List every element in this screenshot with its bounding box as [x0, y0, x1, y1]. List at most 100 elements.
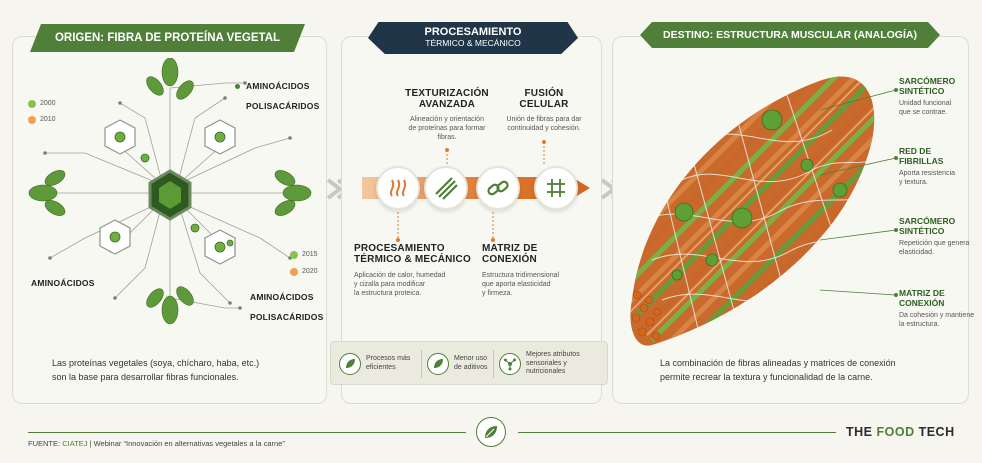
- process-title-line-1: PROCESAMIENTO: [424, 26, 522, 38]
- step-texturizacion-title-2: AVANZADA: [418, 99, 476, 110]
- legend-dot-green-2: [290, 251, 298, 259]
- origin-caption-line-1: Las proteínas vegetales (soya, chícharo,…: [52, 358, 260, 368]
- brand-the: THE: [846, 425, 873, 439]
- step-connectors: [396, 140, 546, 242]
- step-matriz-desc-2: que aporta elasticidad: [482, 281, 551, 289]
- step-matriz-desc-1: Estructura tridimensional: [482, 272, 560, 279]
- annotation-2-desc-2: y textura.: [899, 179, 928, 187]
- step-texturizacion-title-1: TEXTURIZACIÓN: [405, 88, 489, 99]
- annotation-red-fibrillas: RED DE FIBRILLAS Aporta resistencia y te…: [899, 146, 977, 188]
- origin-caption: Las proteínas vegetales (soya, chícharo,…: [52, 357, 312, 384]
- legend-dot-orange-2: [290, 268, 298, 276]
- step-fusion: FUSIÓN CELULAR Unión de fibras para dar …: [494, 88, 594, 133]
- annotation-4-title-1: MATRIZ DE: [899, 288, 945, 298]
- benefit-2-line-2: de aditivos: [454, 364, 488, 371]
- step-matriz-desc-3: y firmeza.: [482, 290, 513, 298]
- annotation-4-title-2: CONEXIÓN: [899, 298, 945, 309]
- step-procesamiento-desc-2: y cizalla para modificar: [354, 281, 426, 289]
- benefit-1-line-2: eficientes: [366, 364, 396, 371]
- annotation-3-title-2: SINTÉTICO: [899, 226, 945, 237]
- origin-label-aminoacidos-3: AMINOÁCIDOS: [250, 292, 314, 302]
- step-icon-heat: [376, 166, 420, 210]
- destination-caption-line-2: permite recrear la textura y funcionalid…: [660, 371, 873, 382]
- footer-emblem: [476, 417, 506, 447]
- benefit-2-line-1: Menor uso: [454, 355, 488, 363]
- step-fusion-desc-1: Unión de fibras para dar: [506, 116, 582, 123]
- annotation-sarcomero-2: SARCÓMERO SINTÉTICO Repetición que gener…: [899, 216, 977, 258]
- legend-2000: 2000: [40, 100, 56, 107]
- destination-caption: La combinación de fibras alineadas y mat…: [660, 357, 960, 384]
- step-texturizacion-desc-3: fibras.: [437, 134, 457, 142]
- benefit-divider: [493, 350, 494, 378]
- step-fusion-desc-2: continuidad y cohesión.: [507, 125, 581, 133]
- footer-source-label: FUENTE:: [28, 439, 61, 448]
- step-matriz-title-2: CONEXIÓN: [482, 254, 537, 265]
- annotation-1-title-1: SARCÓMERO: [899, 76, 956, 86]
- destination-caption-line-1: La combinación de fibras alineadas y mat…: [660, 358, 896, 368]
- step-procesamiento-title-2: TÉRMICO & MECÁNICO: [354, 254, 471, 265]
- destination-title: DESTINO: ESTRUCTURA MUSCULAR (ANALOGÍA): [663, 29, 917, 41]
- annotation-2-desc-1: Aporta resistencia: [899, 170, 956, 178]
- brand-tech: TECH: [918, 425, 955, 439]
- step-icon-fibers: [424, 166, 468, 210]
- step-fusion-title-1: FUSIÓN: [524, 88, 564, 99]
- leaf-icon: [339, 353, 361, 375]
- footer-source: FUENTE: CIATEJ | Webinar “Innovación en …: [28, 439, 285, 448]
- footer-source-org: CIATEJ: [62, 439, 88, 448]
- legend-2010: 2010: [40, 116, 56, 123]
- step-matriz: MATRIZ DE CONEXIÓN Estructura tridimensi…: [482, 243, 592, 298]
- origin-title: ORIGEN: FIBRA DE PROTEÍNA VEGETAL: [54, 32, 281, 44]
- link-icon: [487, 180, 509, 196]
- step-procesamiento: PROCESAMIENTO TÉRMICO & MECÁNICO Aplicac…: [354, 243, 474, 298]
- benefit-3-line-1: Mejores atributos: [526, 350, 580, 358]
- step-texturizacion-desc-2: de proteínas para formar: [408, 125, 486, 133]
- annotation-2-title-2: FIBRILLAS: [899, 156, 944, 167]
- step-matriz-title-1: MATRIZ DE: [482, 243, 538, 254]
- step-texturizacion: TEXTURIZACIÓN AVANZADA Alineación y orie…: [392, 88, 502, 142]
- origin-label-aminoacidos-2: AMINOÁCIDOS: [31, 278, 95, 288]
- protein-network-illustration: [28, 58, 312, 325]
- label-dot: [235, 84, 240, 89]
- annotation-matriz: MATRIZ DE CONEXIÓN Da cohesión y mantien…: [899, 288, 977, 330]
- process-title-line-2: TÉRMICO & MECÁNICO: [425, 38, 521, 48]
- origin-caption-line-2: son la base para desarrollar fibras func…: [52, 371, 239, 382]
- annotation-3-title-1: SARCÓMERO: [899, 216, 956, 226]
- step-procesamiento-desc-1: Aplicación de calor, humedad: [354, 272, 446, 279]
- origin-label-aminoacidos-1: AMINOÁCIDOS: [246, 81, 310, 91]
- annotation-3-desc-1: Repetición que genera: [899, 240, 970, 248]
- origin-label-polisacaridos-2: POLISACÁRIDOS: [250, 312, 324, 322]
- step-icon-grid: [534, 166, 578, 210]
- step-texturizacion-desc-1: Alineación y orientación: [410, 116, 484, 123]
- annotation-4-desc-2: la estructura.: [899, 321, 940, 329]
- destination-banner: DESTINO: ESTRUCTURA MUSCULAR (ANALOGÍA): [640, 22, 940, 48]
- benefit-1-line-1: Procesos más: [366, 355, 411, 363]
- grid-icon: [547, 179, 565, 197]
- annotation-leaders: [820, 88, 898, 297]
- step-procesamiento-title-1: PROCESAMIENTO: [354, 243, 445, 254]
- benefit-divider: [421, 350, 422, 378]
- footer-rule-right: [518, 432, 836, 433]
- step-procesamiento-desc-3: la estructura proteica.: [354, 290, 422, 298]
- brand-food: FOOD: [876, 425, 915, 439]
- origin-label-polisacaridos-1: POLISACÁRIDOS: [246, 101, 320, 111]
- step-icon-link: [476, 166, 520, 210]
- annotation-3-desc-2: elasticidad.: [899, 249, 935, 257]
- footer-rule-left: [28, 432, 466, 433]
- annotation-1-desc-1: Unidad funcional: [899, 100, 952, 108]
- molecule-icon: [499, 353, 521, 375]
- annotation-sarcomero-1: SARCÓMERO SINTÉTICO Unidad funcional que…: [899, 76, 977, 118]
- legend-dot-green: [28, 100, 36, 108]
- step-fusion-title-2: CELULAR: [519, 99, 569, 110]
- fibers-icon: [435, 177, 458, 200]
- heat-icon: [389, 179, 407, 197]
- footer-separator: |: [89, 439, 92, 448]
- legend-dot-orange: [28, 116, 36, 124]
- brand-logo: THE FOOD TECH: [846, 425, 955, 439]
- leaf-icon: [427, 353, 449, 375]
